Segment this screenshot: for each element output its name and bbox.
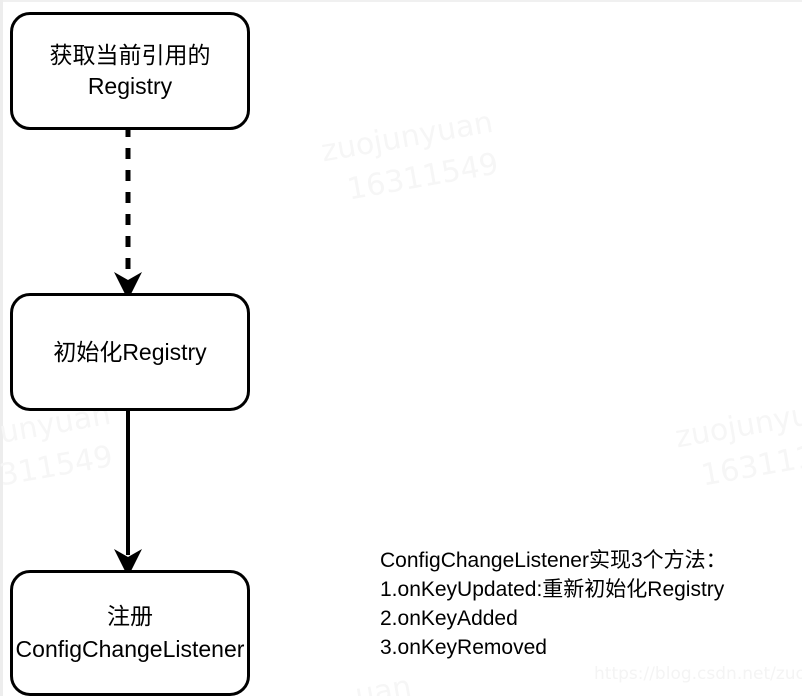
watermark-url: https://blog.csdn.net/zuojunyuan	[594, 664, 802, 684]
node-fetch-registry-label: 获取当前引用的 Registry	[49, 42, 211, 99]
watermark-right: zuojunyua 16311154	[672, 394, 802, 494]
connector-init-to-register	[114, 407, 142, 577]
connector-dashed-arrowhead	[114, 272, 142, 300]
node-init-registry-label: 初始化Registry	[53, 338, 207, 365]
left-edge-rule	[0, 0, 3, 696]
annotation-listener-methods: ConfigChangeListener实现3个方法： 1.onKeyUpdat…	[380, 549, 727, 659]
watermark-bottom: uan	[352, 669, 415, 696]
node-register-listener[interactable]: 注册 ConfigChangeListener	[10, 570, 250, 696]
watermark-center: zuojunyuan 16311549	[318, 104, 502, 211]
connector-solid-arrowhead	[114, 549, 142, 577]
connector-fetch-to-init	[114, 126, 142, 300]
top-edge-rule	[0, 0, 802, 2]
node-init-registry[interactable]: 初始化Registry	[10, 293, 250, 411]
node-register-listener-label: 注册 ConfigChangeListener	[15, 603, 245, 662]
node-fetch-registry[interactable]: 获取当前引用的 Registry	[10, 12, 250, 130]
